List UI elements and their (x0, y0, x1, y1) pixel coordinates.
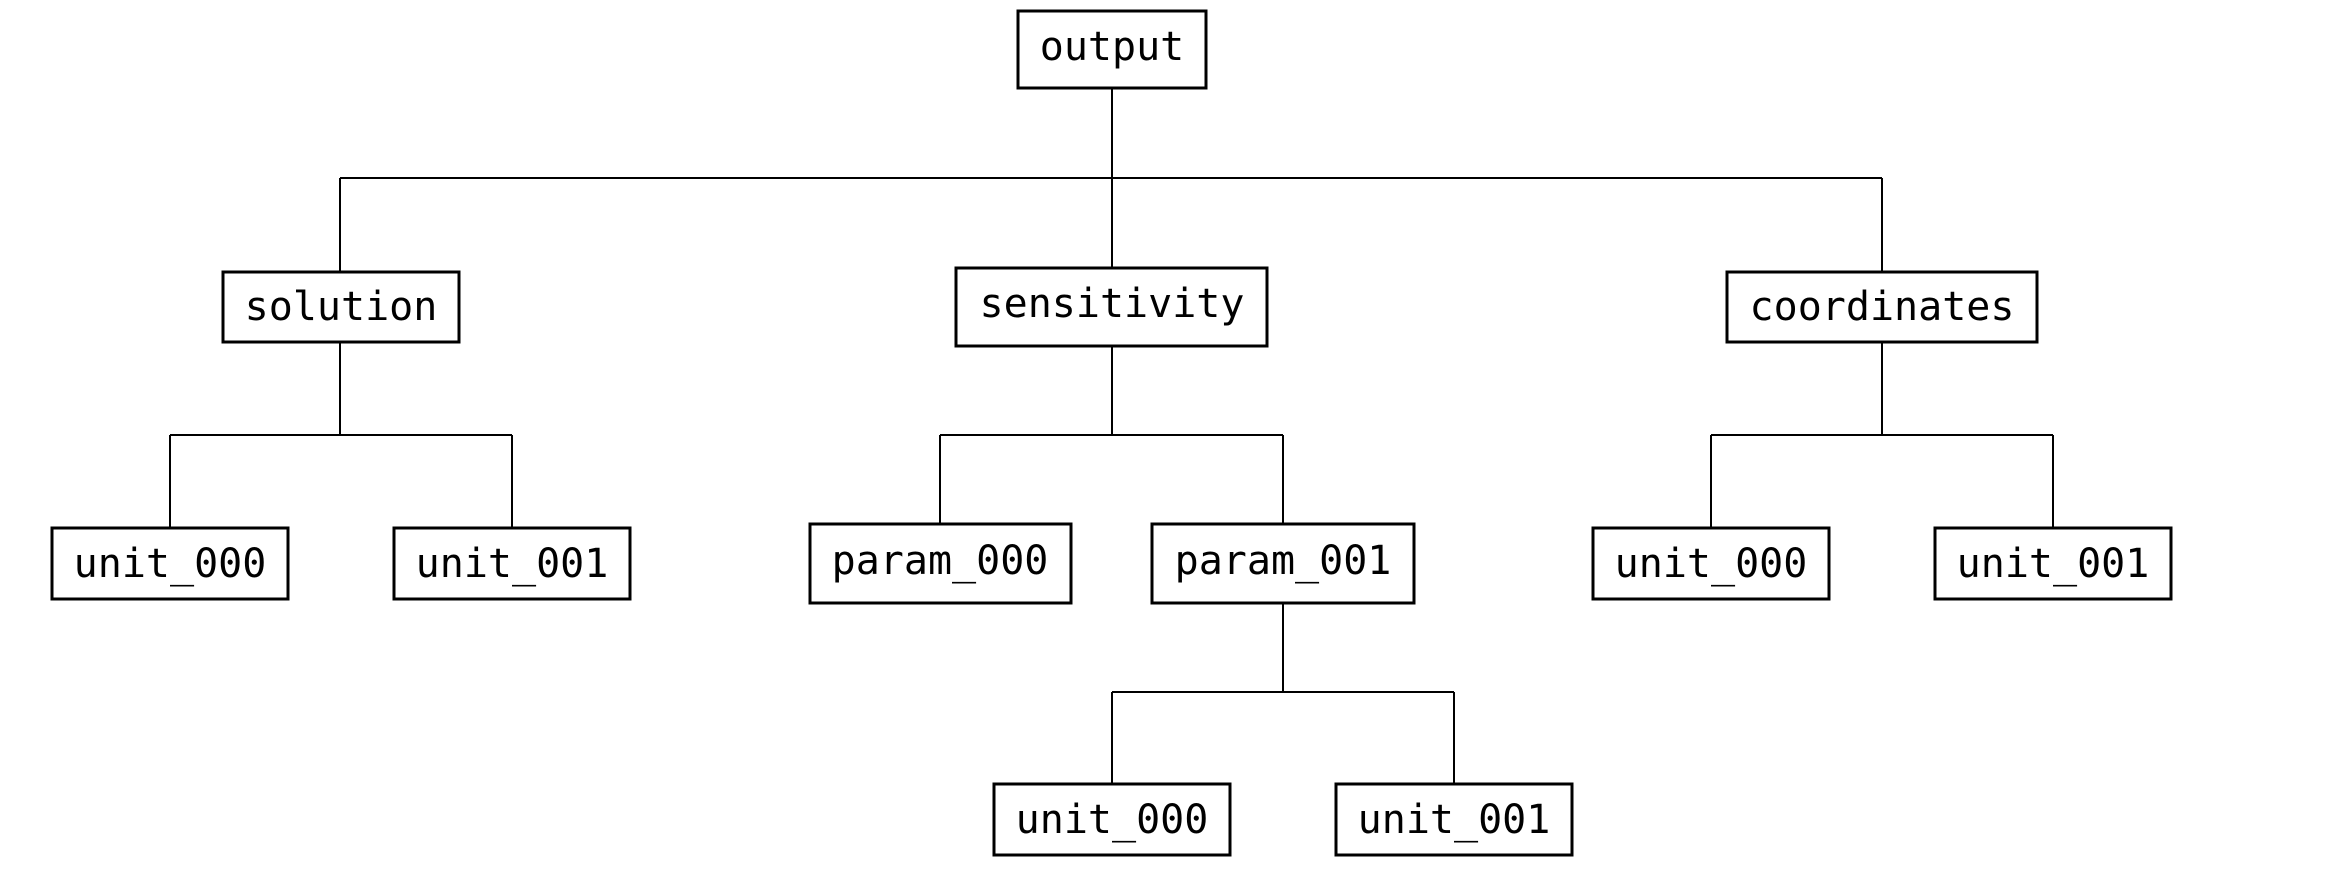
node-box (1591, 526, 1831, 601)
node-label: param_001 (1175, 538, 1392, 584)
edge-coordinates-children (1710, 342, 2054, 528)
node-label: unit_000 (1615, 541, 1808, 587)
node-box (1150, 522, 1416, 605)
node-label: unit_001 (1358, 797, 1551, 843)
node-box (1933, 526, 2173, 601)
node-output: output (1016, 9, 1208, 90)
node-coordinates-unit-000: unit_000 (1591, 526, 1831, 601)
node-box (1725, 270, 2039, 344)
node-label: param_000 (832, 538, 1049, 584)
node-solution: solution (221, 270, 461, 344)
node-label: solution (245, 284, 438, 330)
node-param-001-unit-000: unit_000 (992, 782, 1232, 857)
tree-edges (169, 88, 2054, 784)
tree-nodes: output solution sensitivity coordinates … (50, 9, 2173, 857)
node-label: sensitivity (980, 281, 1245, 327)
node-box (1016, 9, 1208, 90)
node-label: unit_001 (416, 541, 609, 587)
edge-param-001-children (1111, 603, 1455, 784)
node-coordinates-unit-001: unit_001 (1933, 526, 2173, 601)
node-solution-unit-000: unit_000 (50, 526, 290, 601)
node-box (808, 522, 1073, 605)
node-solution-unit-001: unit_001 (392, 526, 632, 601)
node-box (954, 266, 1269, 348)
node-param-001: param_001 (1150, 522, 1416, 605)
edge-solution-children (169, 342, 513, 528)
node-label: coordinates (1750, 284, 2015, 330)
node-param-000: param_000 (808, 522, 1073, 605)
node-box (1334, 782, 1574, 857)
node-label: unit_000 (74, 541, 267, 587)
node-sensitivity: sensitivity (954, 266, 1269, 348)
edge-output-children (339, 88, 1883, 272)
node-box (392, 526, 632, 601)
edge-sensitivity-children (939, 346, 1284, 524)
node-param-001-unit-001: unit_001 (1334, 782, 1574, 857)
node-label: unit_001 (1957, 541, 2150, 587)
node-box (221, 270, 461, 344)
node-label: output (1040, 24, 1185, 70)
node-box (992, 782, 1232, 857)
node-label: unit_000 (1016, 797, 1209, 843)
node-box (50, 526, 290, 601)
node-coordinates: coordinates (1725, 270, 2039, 344)
